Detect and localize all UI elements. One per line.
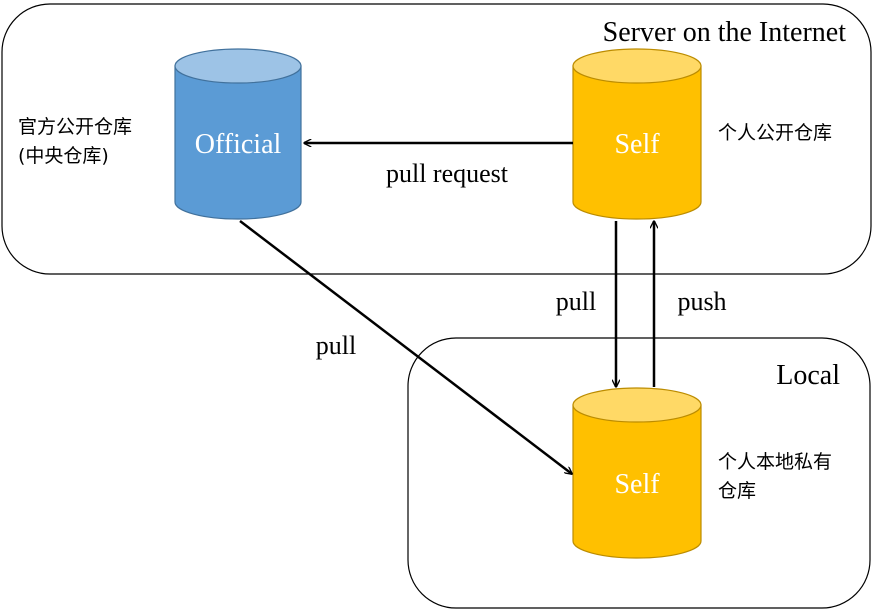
pull-official-label: pull xyxy=(316,331,356,360)
pull-request-label: pull request xyxy=(386,159,509,188)
self-remote-node-label: Self xyxy=(614,129,660,160)
official-cylinder-body xyxy=(174,65,302,220)
self-local-cylinder-body xyxy=(572,404,702,559)
official-caption: 官方公开仓库 (中央仓库) xyxy=(18,116,138,167)
self-local-repository-node: Self xyxy=(572,387,702,559)
server-region xyxy=(1,3,872,275)
official-repository-node: Official xyxy=(174,48,302,220)
self-local-caption: 个人本地私有 仓库 xyxy=(718,451,838,502)
official-node-label: Official xyxy=(195,129,282,160)
self-local-node-label: Self xyxy=(614,469,660,500)
self-remote-cylinder-top xyxy=(572,48,702,84)
self-local-cylinder-top xyxy=(572,387,702,423)
self-remote-cylinder-body xyxy=(572,65,702,220)
pull-official-to-local-arrow xyxy=(239,220,572,474)
pull-remote-label: pull xyxy=(556,287,596,316)
local-region-title: Local xyxy=(776,360,840,391)
local-region xyxy=(407,337,871,609)
push-label: push xyxy=(677,287,726,316)
self-remote-caption: 个人公开仓库 xyxy=(718,122,832,144)
official-cylinder-top xyxy=(174,48,302,84)
self-remote-repository-node: Self xyxy=(572,48,702,220)
server-region-title: Server on the Internet xyxy=(603,17,847,48)
